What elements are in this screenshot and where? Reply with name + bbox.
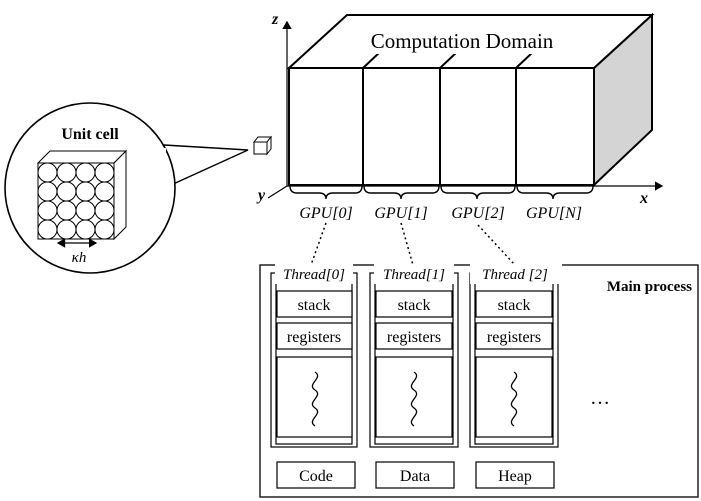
thread-1: Thread[1] stack registers [369, 264, 459, 448]
sphere [75, 200, 96, 221]
sphere [37, 200, 58, 221]
sphere [37, 219, 58, 240]
y-axis-label: y [256, 187, 266, 204]
code-segment-label: Code [299, 468, 333, 485]
code-segment-box [276, 461, 356, 489]
main-process-label: Main process [607, 279, 692, 295]
thread-1-registers: registers [387, 329, 441, 346]
thread-2-stack: stack [498, 297, 531, 314]
gpu-0-label: GPU[0] [299, 205, 352, 222]
x-axis-label: x [639, 190, 648, 207]
sphere [94, 200, 115, 221]
data-segment-label: Data [400, 468, 430, 485]
computation-domain-box: Computation Domain [286, 12, 655, 188]
thread-1-code-box [375, 356, 453, 438]
y-axis [267, 185, 288, 199]
thread-1-stack-box [375, 290, 453, 318]
heap-segment-label: Heap [498, 468, 532, 485]
kh-label: κh [72, 250, 87, 266]
thread-0-stack-box [276, 290, 353, 318]
gpu-2-label: GPU[2] [451, 205, 504, 222]
gpu-n-label: GPU[N] [526, 205, 582, 222]
thread-2: Thread [2] stack registers [469, 264, 562, 448]
data-segment-box [375, 461, 455, 489]
unit-cell-label: Unit cell [61, 126, 119, 143]
sphere [56, 219, 77, 240]
top-partitions [362, 51, 534, 69]
thread-1-stack: stack [398, 297, 431, 314]
gpu-n-brace [516, 185, 594, 200]
gpu-0-brace [289, 185, 363, 200]
thread-0-name: Thread[0] [283, 267, 345, 283]
main-process: Main process Thread[0] stack registers T… [259, 264, 699, 498]
front-partitions [362, 68, 517, 185]
thread-2-name: Thread [2] [482, 267, 548, 283]
connector-0 [310, 222, 327, 266]
sphere [56, 181, 77, 202]
sphere [75, 181, 96, 202]
thread-2-stack-box [475, 290, 553, 318]
spheres [37, 162, 115, 240]
sphere [75, 162, 96, 183]
z-axis-label: z [271, 11, 279, 28]
gpu-braces [289, 185, 594, 200]
gpu-1-label: GPU[1] [374, 205, 427, 222]
thread-0-squiggle [311, 371, 319, 427]
gpu-1-brace [363, 185, 440, 200]
sphere [37, 162, 58, 183]
connector-1 [400, 222, 414, 266]
gpu-2-brace [440, 185, 516, 200]
thread-1-squiggle [410, 371, 418, 427]
more-threads-ellipsis: … [590, 387, 610, 409]
sphere [75, 219, 96, 240]
thread-0: Thread[0] stack registers [270, 264, 358, 448]
thread-0-registers-box [276, 322, 353, 350]
thread-2-code-box [475, 356, 553, 438]
thread-2-squiggle [510, 371, 518, 427]
connector-2 [477, 224, 516, 266]
thread-2-registers: registers [487, 329, 541, 346]
sphere [37, 181, 58, 202]
thread-0-registers: registers [287, 329, 341, 346]
gpu-thread-connectors [310, 222, 516, 266]
thread-1-registers-box [375, 322, 453, 350]
unit-cell-callout: Unit cell κh [4, 102, 249, 274]
thread-0-code-box [276, 356, 353, 438]
front-face [288, 67, 595, 186]
sphere [56, 162, 77, 183]
sphere [94, 219, 115, 240]
small-cube-icon [252, 135, 273, 156]
heap-segment-box [475, 461, 555, 489]
thread-0-stack: stack [298, 297, 331, 314]
sphere [56, 200, 77, 221]
sphere [94, 162, 115, 183]
thread-1-name: Thread[1] [383, 267, 445, 283]
sphere [94, 181, 115, 202]
thread-2-registers-box [475, 322, 553, 350]
domain-title: Computation Domain [371, 29, 554, 53]
